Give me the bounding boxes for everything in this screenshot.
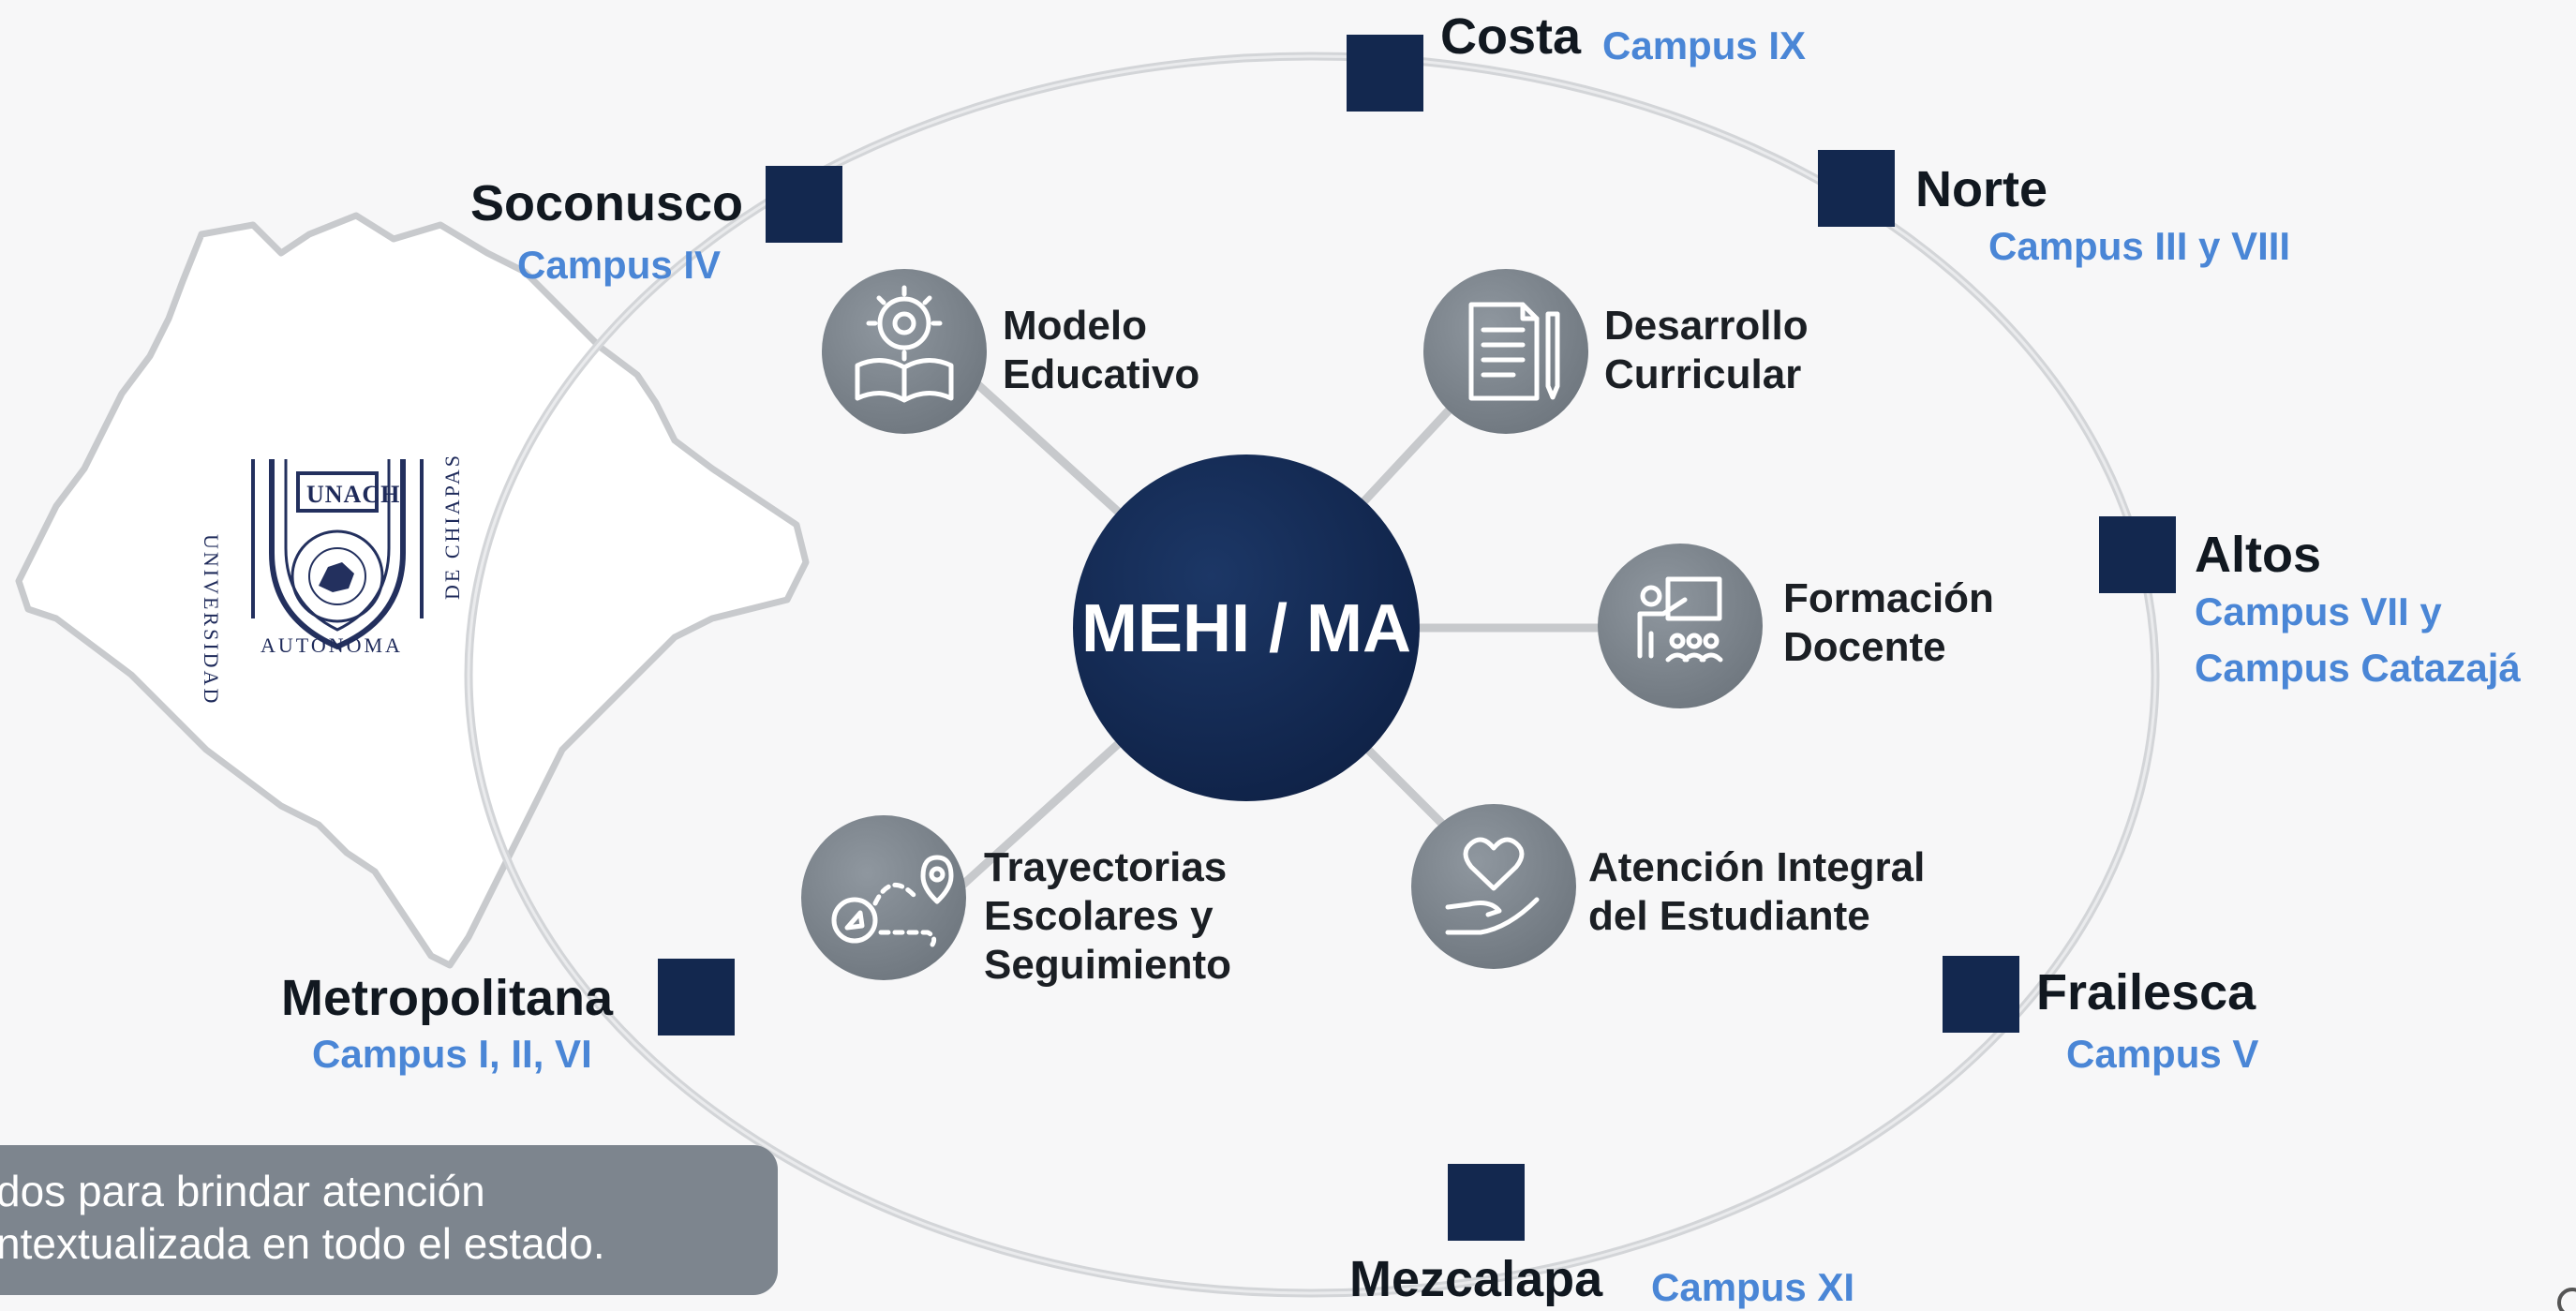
node-circle-formacion bbox=[1598, 544, 1763, 708]
region-name-metropolitana: Metropolitana bbox=[281, 970, 614, 1026]
marker-mezcalapa bbox=[1448, 1164, 1525, 1241]
center-label: MEHI / MA bbox=[1081, 591, 1411, 666]
region-name-costa: Costa bbox=[1440, 8, 1582, 65]
teacher-board-icon bbox=[1637, 576, 1723, 663]
route-compass-icon bbox=[831, 855, 954, 947]
region-name-soconusco: Soconusco bbox=[470, 175, 744, 231]
campus-metropolitana: Campus I, II, VI bbox=[312, 1032, 592, 1076]
document-pen-icon bbox=[1468, 302, 1560, 401]
unach-seal bbox=[251, 459, 424, 650]
region-name-norte: Norte bbox=[1915, 161, 2048, 217]
marker-costa bbox=[1347, 35, 1423, 112]
campus-costa: Campus IX bbox=[1602, 23, 1807, 67]
note-line-1: dos para brindar atención bbox=[0, 1167, 485, 1215]
marker-metropolitana bbox=[658, 959, 735, 1035]
seal-top-text: UNACH bbox=[306, 481, 401, 508]
seal-right-text: DE CHIAPAS bbox=[440, 453, 464, 600]
note-box: dos para brindar atención ntextualizada … bbox=[0, 1145, 778, 1295]
seal-left-text: UNIVERSIDAD bbox=[200, 534, 223, 707]
node-circle-desarrollo bbox=[1423, 269, 1588, 434]
region-name-altos: Altos bbox=[2195, 527, 2321, 583]
seal-bottom-text: AUTONOMA bbox=[261, 633, 403, 657]
hand-heart-icon bbox=[1445, 837, 1540, 935]
marker-altos bbox=[2099, 516, 2176, 593]
marker-soconusco bbox=[766, 166, 842, 243]
campus-norte: Campus III y VIII bbox=[1988, 224, 2291, 268]
campus-altos-line2: Campus Catazajá bbox=[2195, 646, 2521, 690]
campus-soconusco: Campus IV bbox=[517, 243, 722, 287]
corner-mark bbox=[2557, 1288, 2576, 1311]
book-gear-icon bbox=[855, 285, 954, 403]
region-markers bbox=[658, 35, 2176, 1241]
center-circle bbox=[1073, 454, 1420, 801]
region-name-frailesca: Frailesca bbox=[2036, 964, 2256, 1020]
note-line-2: ntextualizada en todo el estado. bbox=[0, 1219, 605, 1268]
chiapas-map-outline bbox=[15, 212, 810, 969]
region-name-mezcalapa: Mezcalapa bbox=[1349, 1251, 1603, 1307]
campus-frailesca: Campus V bbox=[2066, 1032, 2259, 1076]
campus-altos-line1: Campus VII y bbox=[2195, 589, 2442, 633]
marker-frailesca bbox=[1943, 956, 2019, 1033]
campus-mezcalapa: Campus XI bbox=[1651, 1265, 1855, 1309]
marker-norte bbox=[1818, 150, 1895, 227]
